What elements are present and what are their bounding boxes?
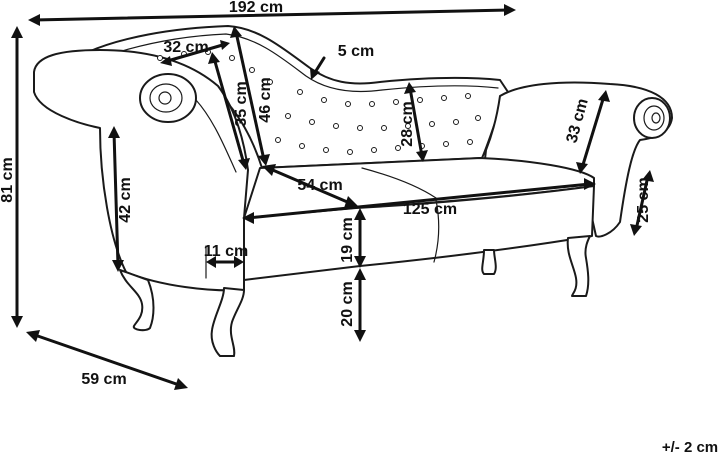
arrowhead — [242, 212, 254, 224]
leg-front-middle — [210, 287, 245, 357]
arrowhead — [504, 4, 516, 16]
right-arm-scroll-center — [651, 112, 661, 124]
arrowhead — [354, 268, 366, 280]
dim-line-back-height-left — [212, 56, 246, 166]
arrowhead — [598, 90, 610, 102]
label-back-height-right: 28 cm — [399, 101, 416, 146]
dim-line-overall-length — [32, 8, 512, 22]
arrowhead — [404, 82, 416, 94]
dim-line-depth — [30, 332, 184, 388]
dimension-lines — [11, 4, 654, 390]
label-seat-depth: 54 cm — [297, 177, 342, 194]
leg-front-left — [119, 269, 155, 332]
front-skirt — [243, 185, 595, 281]
dim-line-seat-depth — [266, 166, 354, 206]
arrowhead — [208, 52, 220, 64]
dim-line-arm-top-width — [162, 42, 228, 64]
label-frame-thickness: 5 cm — [338, 43, 374, 60]
label-seat-width: 125 cm — [403, 201, 457, 218]
label-overall-length: 192 cm — [229, 0, 283, 16]
arrowhead — [258, 154, 270, 166]
seat-cushion-seam — [361, 167, 437, 199]
label-arm-top-width: 32 cm — [163, 39, 208, 56]
label-right-arm-height: 25 cm — [635, 177, 652, 222]
arrowhead — [630, 224, 642, 236]
arrowhead — [344, 196, 358, 208]
tufting-buttons — [157, 49, 481, 155]
dim-line-right-arm-height — [634, 174, 650, 232]
left-arm-scroll-mid — [149, 83, 183, 113]
arrowhead — [230, 26, 242, 38]
arrowhead — [262, 164, 276, 176]
arrowhead — [354, 256, 366, 268]
right-arm-scroll-inner — [643, 105, 665, 131]
arrowhead — [576, 162, 588, 174]
label-leg-height: 20 cm — [339, 281, 356, 326]
arrowhead — [354, 330, 366, 342]
label-arm-height: 42 cm — [117, 177, 134, 222]
label-back-height-inner: 46 cm — [257, 77, 274, 122]
arrowhead — [310, 68, 320, 80]
label-depth: 59 cm — [81, 371, 126, 388]
arrowhead — [11, 26, 23, 38]
label-overall-height: 81 cm — [0, 157, 16, 202]
dim-line-right-arm-length — [580, 94, 606, 170]
arrowhead — [354, 208, 366, 220]
arrowhead — [220, 40, 230, 50]
arrowhead — [28, 14, 40, 26]
leg-back-middle — [481, 249, 497, 275]
arrowhead — [642, 170, 654, 182]
leg-front-right — [566, 235, 591, 297]
label-back-height-left: 35 cm — [233, 81, 250, 126]
backrest-inner-edge — [99, 33, 499, 93]
tolerance-note: +/- 2 cm — [662, 439, 718, 456]
arrowhead — [174, 378, 188, 390]
arrowhead — [584, 178, 596, 190]
arrowhead — [112, 260, 124, 272]
dim-line-seat-width — [246, 182, 592, 220]
arrowhead — [26, 330, 40, 342]
arrowhead — [206, 256, 216, 268]
arrowhead — [234, 256, 244, 268]
label-seat-thickness: 19 cm — [339, 217, 356, 262]
arrowhead — [160, 56, 172, 66]
arrowhead — [11, 316, 23, 328]
dim-line-back-height-inner — [234, 30, 266, 162]
arrowhead — [238, 158, 250, 170]
left-arm-roll-line — [195, 99, 237, 173]
arrowhead — [416, 150, 428, 162]
chaise-lounge-drawing — [33, 25, 673, 357]
dim-line-back-height-right — [408, 86, 424, 158]
skirt-seam — [433, 199, 440, 263]
left-arm-scroll-center — [158, 91, 172, 105]
arrowhead — [108, 126, 120, 138]
dim-line-arm-height — [112, 130, 120, 268]
left-arm-scroll — [139, 73, 197, 123]
label-arm-inset: 11 cm — [204, 243, 248, 260]
